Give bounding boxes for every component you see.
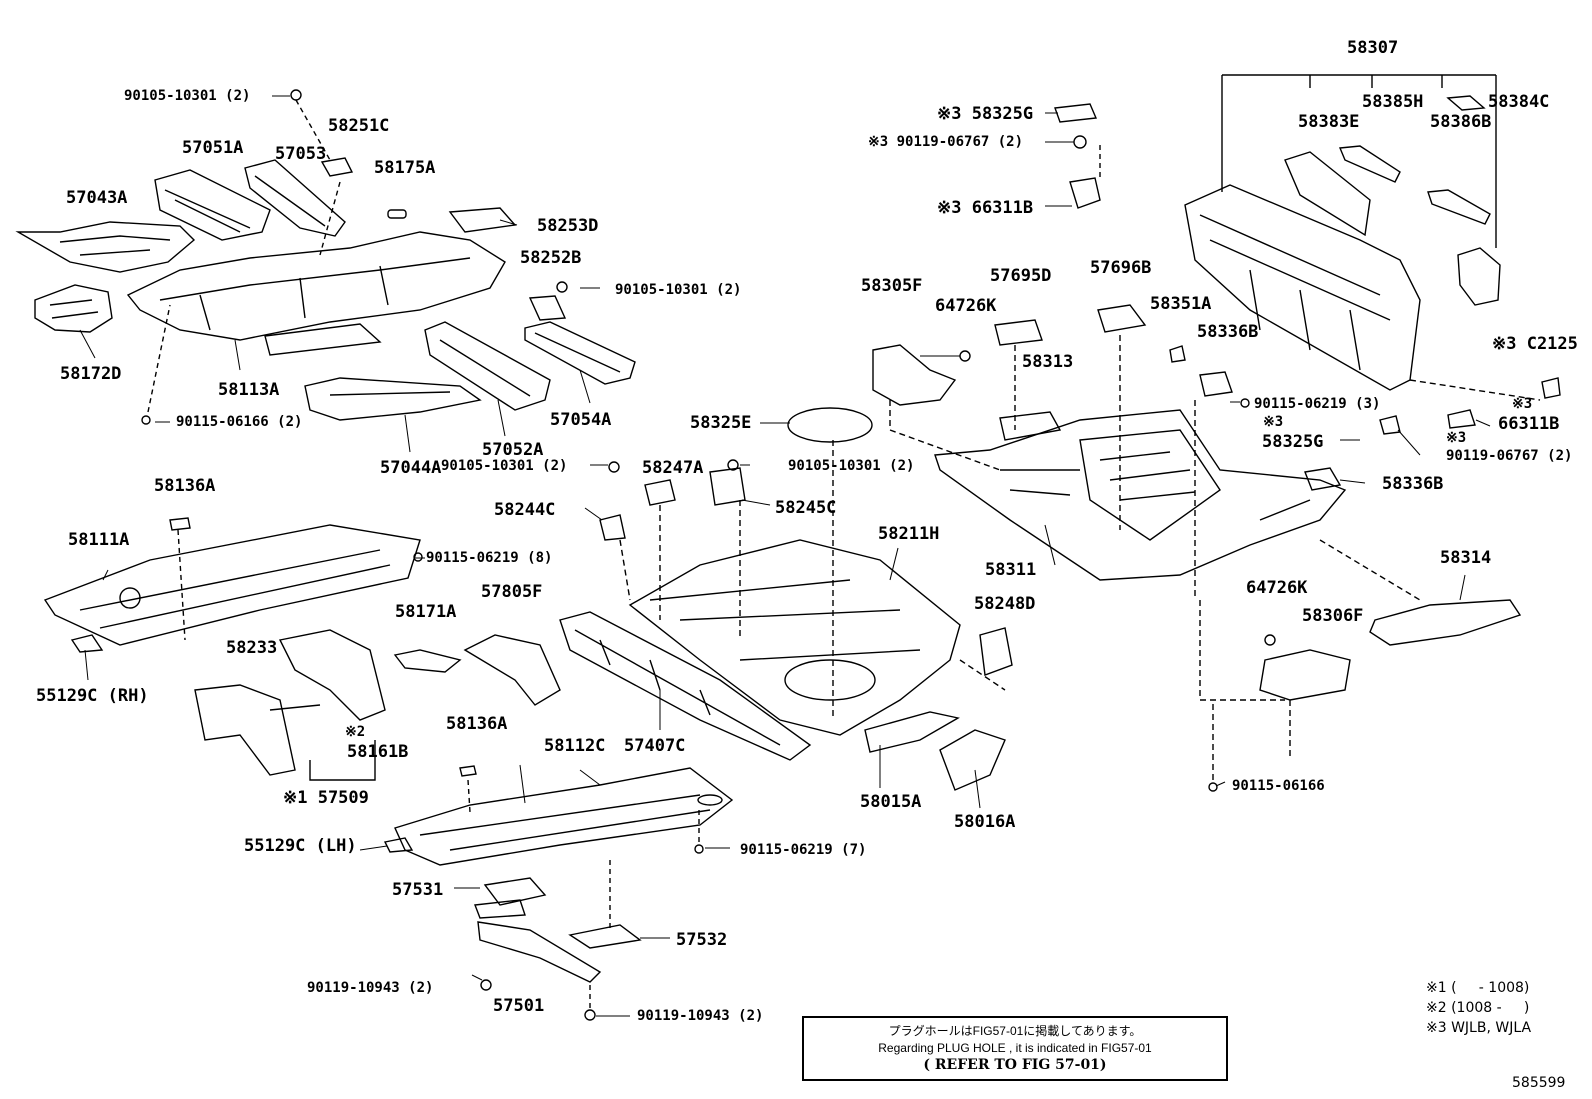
part-label: 90119-10943 (2): [637, 1008, 764, 1024]
part-label: 90119-06767 (2): [1446, 448, 1573, 464]
part-label: 58016A: [954, 812, 1016, 832]
part-label: 58305F: [861, 276, 923, 296]
part-label: 90105-10301 (2): [441, 458, 568, 474]
part-label: ※3 C2125: [1492, 334, 1578, 354]
part-label: 57051A: [182, 138, 244, 158]
legend-item: ※3 WJLB, WJLA: [1426, 1020, 1532, 1036]
reference-note-box: プラグホールはFIG57-01に掲載してあります。 Regarding PLUG…: [802, 1016, 1228, 1081]
part-label: 57053: [275, 144, 327, 164]
note-line-ja: プラグホールはFIG57-01に掲載してあります。: [888, 1024, 1142, 1038]
part-label: ※3 90119-06767 (2): [868, 134, 1024, 150]
part-label: 90115-06166 (2): [176, 414, 303, 430]
part-label: ※3 58325G: [937, 104, 1034, 124]
front-floor-panels: [43, 517, 561, 781]
part-label: 55129C (RH): [36, 686, 149, 706]
part-label: 64726K: [935, 296, 997, 316]
part-label: 58325G: [1262, 432, 1324, 452]
part-label: 58351A: [1150, 294, 1212, 314]
part-label: 58111A: [68, 530, 130, 550]
note-line-en: Regarding PLUG HOLE , it is indicated in…: [878, 1041, 1152, 1055]
part-label: ※3: [1263, 414, 1284, 430]
part-label: 58112C: [544, 736, 606, 756]
part-label: 90105-10301 (2): [788, 458, 915, 474]
part-label: 58253D: [537, 216, 599, 236]
part-label: ※3: [1446, 430, 1467, 446]
part-label: 58252B: [520, 248, 582, 268]
part-label: 57805F: [481, 582, 543, 602]
rear-floor-pan: [872, 304, 1561, 792]
part-label: 57501: [493, 996, 545, 1016]
part-label: 58311: [985, 560, 1037, 580]
center-floor-pan: [559, 407, 1013, 791]
part-label: 58306F: [1302, 606, 1364, 626]
part-label: 90105-10301 (2): [124, 88, 251, 104]
part-label: 58325E: [690, 413, 752, 433]
part-label: 58244C: [494, 500, 556, 520]
part-label: 58248D: [974, 594, 1036, 614]
part-label: 58386B: [1430, 112, 1492, 132]
rear-panel-assembly: [1054, 74, 1501, 391]
part-label: 58015A: [860, 792, 922, 812]
part-label: 90115-06219 (7): [740, 842, 867, 858]
part-label: 58384C: [1488, 92, 1550, 112]
part-label: 57044A: [380, 458, 442, 478]
part-label: 58247A: [642, 458, 704, 478]
part-label: ※1 57509: [283, 788, 369, 808]
part-label: 90115-06166: [1232, 778, 1325, 794]
floor-panel-lh-and-brackets: [383, 765, 734, 1021]
part-label: 58113A: [218, 380, 280, 400]
part-label: 58385H: [1362, 92, 1424, 112]
part-label: 58172D: [60, 364, 122, 384]
legend-item: ※1 ( - 1008): [1426, 980, 1530, 996]
part-label: 64726K: [1246, 578, 1308, 598]
footnote-legend: ※1 ( - 1008) ※2 (1008 - ) ※3 WJLB, WJLA: [1426, 978, 1531, 1038]
part-label: ※3: [1512, 396, 1533, 412]
part-label: 90119-10943 (2): [307, 980, 434, 996]
part-label: 58251C: [328, 116, 390, 136]
part-label: 66311B: [1498, 414, 1560, 434]
part-label: 57043A: [66, 188, 128, 208]
part-label: 57054A: [550, 410, 612, 430]
part-label: 58171A: [395, 602, 457, 622]
part-label: 58161B: [347, 742, 409, 762]
front-floor-side-member-parts: [15, 89, 636, 425]
part-label: 57696B: [1090, 258, 1152, 278]
leader-lines: [79, 95, 1491, 1017]
part-label: 57532: [676, 930, 728, 950]
part-label: 58313: [1022, 352, 1074, 372]
part-label: 57531: [392, 880, 444, 900]
part-label: 58307: [1347, 38, 1399, 58]
part-label: 90115-06219 (8): [426, 550, 553, 566]
part-label: 58314: [1440, 548, 1492, 568]
part-label: 57052A: [482, 440, 544, 460]
part-label: 90115-06219 (3): [1254, 396, 1381, 412]
part-label: 58336B: [1382, 474, 1444, 494]
part-label: 58336B: [1197, 322, 1259, 342]
part-label: 58136A: [446, 714, 508, 734]
part-label: 58211H: [878, 524, 940, 544]
part-label: 58245C: [775, 498, 837, 518]
note-refer-link[interactable]: ( REFER TO FIG 57-01): [923, 1057, 1107, 1073]
part-label: 57695D: [990, 266, 1052, 286]
part-label: 58233: [226, 638, 278, 658]
part-label: 58383E: [1298, 112, 1360, 132]
part-label: ※3 66311B: [937, 198, 1034, 218]
part-label: 58136A: [154, 476, 216, 496]
diagram-number: 585599: [1512, 1075, 1566, 1091]
legend-item: ※2 (1008 - ): [1426, 1000, 1530, 1016]
part-label: ※2: [345, 724, 366, 740]
part-label: 58175A: [374, 158, 436, 178]
part-label: 57407C: [624, 736, 686, 756]
part-label: 55129C (LH): [244, 836, 357, 856]
part-label: 90105-10301 (2): [615, 282, 742, 298]
